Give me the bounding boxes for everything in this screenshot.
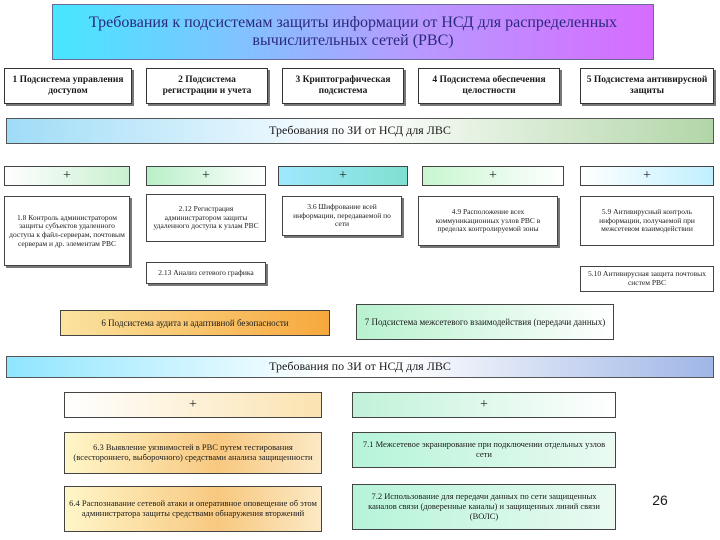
plus-marker-7: + — [352, 392, 616, 418]
subsystem-7-networking: 7 Подсистема межсетевого взаимодействия … — [356, 304, 614, 340]
plus-marker-4: + — [422, 166, 564, 186]
plus-marker-5: + — [580, 166, 714, 186]
page-number: 26 — [652, 492, 668, 508]
requirement-4-9: 4.9 Расположение всех коммуникационных у… — [418, 196, 558, 246]
item-6-4: 6.4 Распознавание сетевой атаки и операт… — [64, 486, 322, 532]
requirement-1-8: 1.8 Контроль администратором защиты субъ… — [4, 196, 130, 266]
requirement-5-9: 5.9 Антивирусный контроль информации, по… — [580, 196, 714, 246]
subsystem-3-crypto: 3 Криптографическая подсистема — [282, 68, 404, 104]
subsystem-4-integrity: 4 Подсистема обеспечения целостности — [418, 68, 560, 104]
item-7-1: 7.1 Межсетевое экранирование при подключ… — [352, 432, 616, 468]
subsystem-1-access-control: 1 Подсистема управления доступом — [4, 68, 132, 104]
subsystem-5-antivirus: 5 Подсистема антивирусной защиты — [580, 68, 714, 104]
plus-marker-2: + — [146, 166, 266, 186]
subsystem-6-audit: 6 Подсистема аудита и адаптивной безопас… — [60, 310, 330, 336]
band-top-requirements: Требования по ЗИ от НСД для ЛВС — [6, 118, 714, 144]
plus-marker-3: + — [278, 166, 408, 186]
plus-marker-1: + — [4, 166, 130, 186]
requirement-2-13: 2.13 Анализ сетевого графика — [146, 262, 266, 284]
requirement-3-6: 3.6 Шифрование всей информации, передава… — [282, 196, 402, 236]
plus-marker-6: + — [64, 392, 322, 418]
subsystem-2-registration: 2 Подсистема регистрации и учета — [146, 68, 268, 104]
requirement-5-10: 5.10 Антивирусная защита почтовых систем… — [580, 266, 714, 292]
requirement-2-12: 2.12 Регистрация администратором защиты … — [146, 194, 266, 242]
item-6-3: 6.3 Выявление уязвимостей в РВС путем те… — [64, 432, 322, 474]
band-bottom-requirements: Требования по ЗИ от НСД для ЛВС — [6, 356, 714, 378]
item-7-2: 7.2 Использование для передачи данных по… — [352, 484, 616, 530]
slide-title: Требования к подсистемам защиты информац… — [52, 4, 654, 60]
